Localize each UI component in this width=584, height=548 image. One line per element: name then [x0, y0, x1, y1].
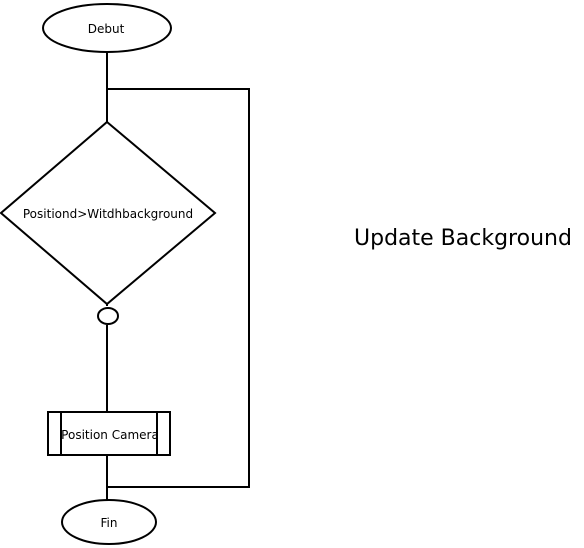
process-label: Position Camera [61, 428, 159, 442]
start-label: Debut [88, 22, 125, 36]
end-label: Fin [101, 516, 118, 530]
start-terminal [42, 3, 172, 53]
process-box [47, 411, 171, 456]
diagram-title: Update Background [354, 226, 572, 251]
loop-back-connector [107, 88, 250, 488]
decision-diamond [0, 120, 217, 306]
end-terminal [61, 499, 157, 545]
decision-label: Positiond>Witdhbackground [23, 207, 193, 221]
junction-connector [97, 307, 119, 325]
